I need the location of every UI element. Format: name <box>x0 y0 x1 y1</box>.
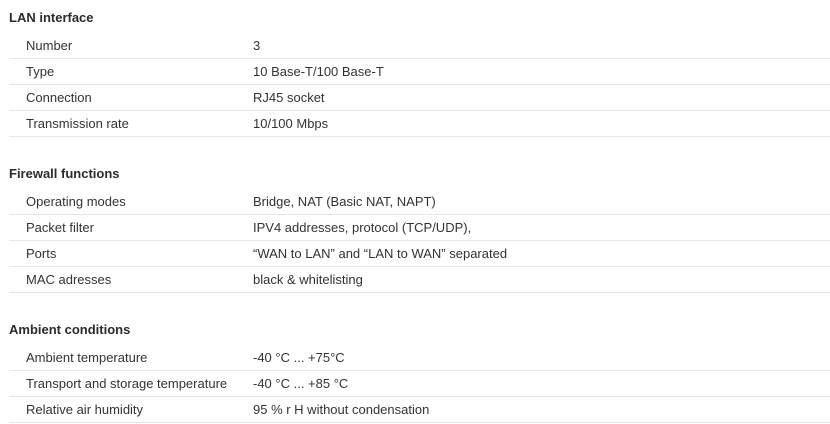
row-value: black & whitelisting <box>253 272 363 287</box>
row-label: Type <box>26 64 55 79</box>
table-row: Ambient temperature -40 °C ... +75°C <box>9 345 830 371</box>
table-row: Packet filter IPV4 addresses, protocol (… <box>9 215 830 241</box>
table-row: Connection RJ45 socket <box>9 85 830 111</box>
row-value: RJ45 socket <box>253 90 325 105</box>
row-label: MAC adresses <box>26 272 112 287</box>
table-row: Transport and storage temperature -40 °C… <box>9 371 830 397</box>
row-value: -40 °C ... +75°C <box>253 350 345 365</box>
spec-table: Number 3 Type 10 Base-T/100 Base-T Conne… <box>9 33 830 137</box>
table-row: Type 10 Base-T/100 Base-T <box>9 59 830 85</box>
section-title: LAN interface <box>9 10 94 25</box>
table-row: Relative air humidity 95 % r H without c… <box>9 397 830 423</box>
row-label: Ports <box>26 246 57 261</box>
row-value: IPV4 addresses, protocol (TCP/UDP), <box>253 220 472 235</box>
row-label: Transport and storage temperature <box>26 376 228 391</box>
table-row: Operating modes Bridge, NAT (Basic NAT, … <box>9 189 830 215</box>
row-label: Number <box>26 38 73 53</box>
row-label: Relative air humidity <box>26 402 144 417</box>
row-value: 95 % r H without condensation <box>253 402 430 417</box>
table-row: Transmission rate 10/100 Mbps <box>9 111 830 137</box>
spec-table: Ambient temperature -40 °C ... +75°C Tra… <box>9 345 830 423</box>
table-row: Ports “WAN to LAN” and “LAN to WAN” sepa… <box>9 241 830 267</box>
table-row: MAC adresses black & whitelisting <box>9 267 830 293</box>
row-value: 10/100 Mbps <box>253 116 329 131</box>
row-value: 10 Base-T/100 Base-T <box>253 64 384 79</box>
section-title: Firewall functions <box>9 166 120 181</box>
table-row: Number 3 <box>9 33 830 59</box>
row-label: Connection <box>26 90 92 105</box>
row-value: “WAN to LAN” and “LAN to WAN” separated <box>253 246 508 261</box>
spec-table: Operating modes Bridge, NAT (Basic NAT, … <box>9 189 830 293</box>
row-value: 3 <box>253 38 261 53</box>
row-label: Transmission rate <box>26 116 129 131</box>
row-value: Bridge, NAT (Basic NAT, NAPT) <box>253 194 436 209</box>
row-label: Ambient temperature <box>26 350 148 365</box>
row-label: Packet filter <box>26 220 94 235</box>
row-value: -40 °C ... +85 °C <box>253 376 349 391</box>
section-title: Ambient conditions <box>9 322 131 337</box>
row-label: Operating modes <box>26 194 126 209</box>
